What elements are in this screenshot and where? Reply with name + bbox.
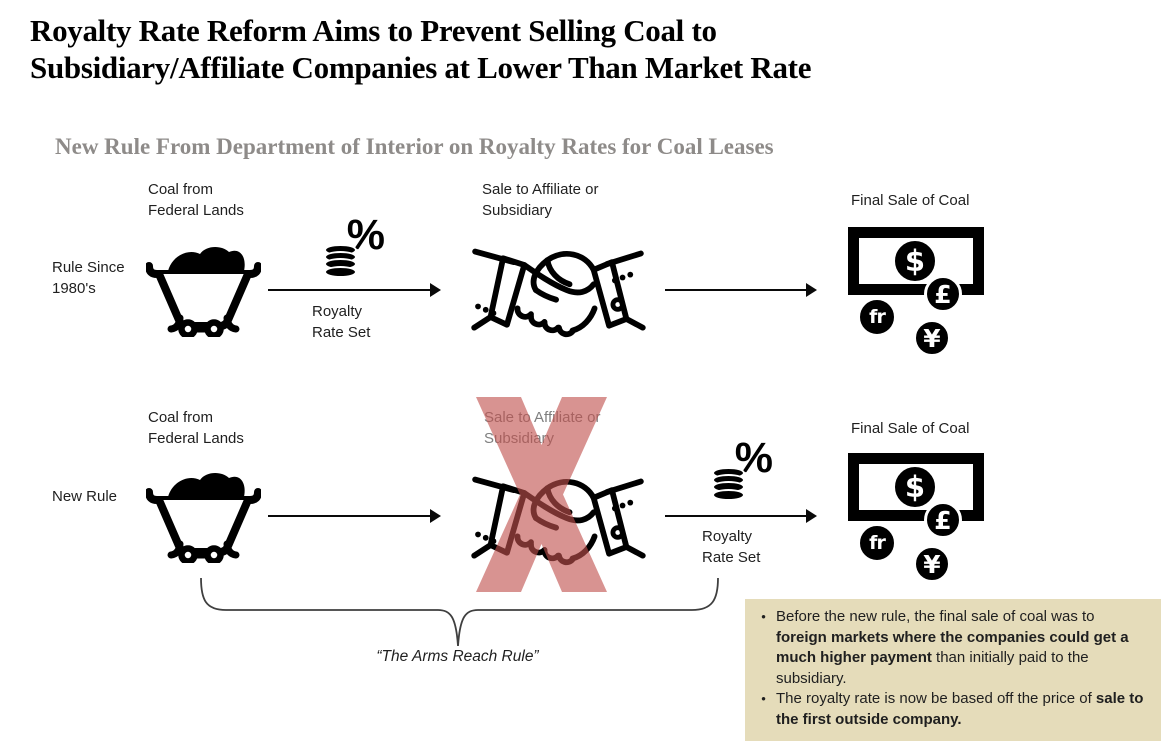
row-label-old-rule: Rule Since 1980's <box>52 259 125 297</box>
arms-reach-rule-label: “The Arms Reach Rule” <box>376 648 539 665</box>
handshake-icon-old <box>471 248 646 338</box>
row-label-new-rule: New Rule <box>52 488 118 505</box>
coal-cart-icon <box>146 472 261 563</box>
royalty-label-old: Royalty Rate Set <box>312 303 371 341</box>
arrow-new-cart-to-sale <box>268 509 441 523</box>
dollar-coin-icon: $ <box>892 238 938 284</box>
prohibition-x-icon <box>476 397 607 592</box>
royalty-rate-icon-old: % <box>324 214 385 278</box>
callout-bullet: •The royalty rate is now be based off th… <box>761 690 1144 728</box>
arrow-new-sale-to-final <box>665 509 817 523</box>
yen-coin-icon: ¥ <box>913 545 951 583</box>
franc-coin-icon: fr <box>857 523 897 563</box>
callout-box: •Before the new rule, the final sale of … <box>745 599 1161 741</box>
yen-coin-icon: ¥ <box>913 319 951 357</box>
sale-label-old: Sale to Affiliate or Subsidiary <box>482 181 599 219</box>
final-label-old: Final Sale of Coal <box>851 192 970 209</box>
curly-brace <box>200 577 719 647</box>
coal-cart-icon <box>146 246 261 337</box>
coin-stack-icon <box>712 467 745 501</box>
slide-title: Royalty Rate Reform Aims to Prevent Sell… <box>30 13 812 85</box>
arrow-old-cart-to-sale <box>268 283 441 297</box>
callout-bullet-list: •Before the new rule, the final sale of … <box>751 607 1145 730</box>
coal-label-old: Coal from Federal Lands <box>148 181 244 219</box>
royalty-label-new: Royalty Rate Set <box>702 528 761 566</box>
money-icon-old: $ £ fr ¥ <box>848 227 984 357</box>
coal-label-new: Coal from Federal Lands <box>148 409 244 447</box>
money-icon-new: $ £ fr ¥ <box>848 453 984 583</box>
final-label-new: Final Sale of Coal <box>851 420 970 437</box>
arrow-old-sale-to-final <box>665 283 817 297</box>
pound-coin-icon: £ <box>924 501 962 539</box>
royalty-rate-icon-new: % <box>712 437 773 501</box>
coin-stack-icon <box>324 244 357 278</box>
dollar-coin-icon: $ <box>892 464 938 510</box>
franc-coin-icon: fr <box>857 297 897 337</box>
slide-subtitle: New Rule From Department of Interior on … <box>55 134 774 159</box>
callout-bullet: •Before the new rule, the final sale of … <box>761 608 1129 687</box>
pound-coin-icon: £ <box>924 275 962 313</box>
